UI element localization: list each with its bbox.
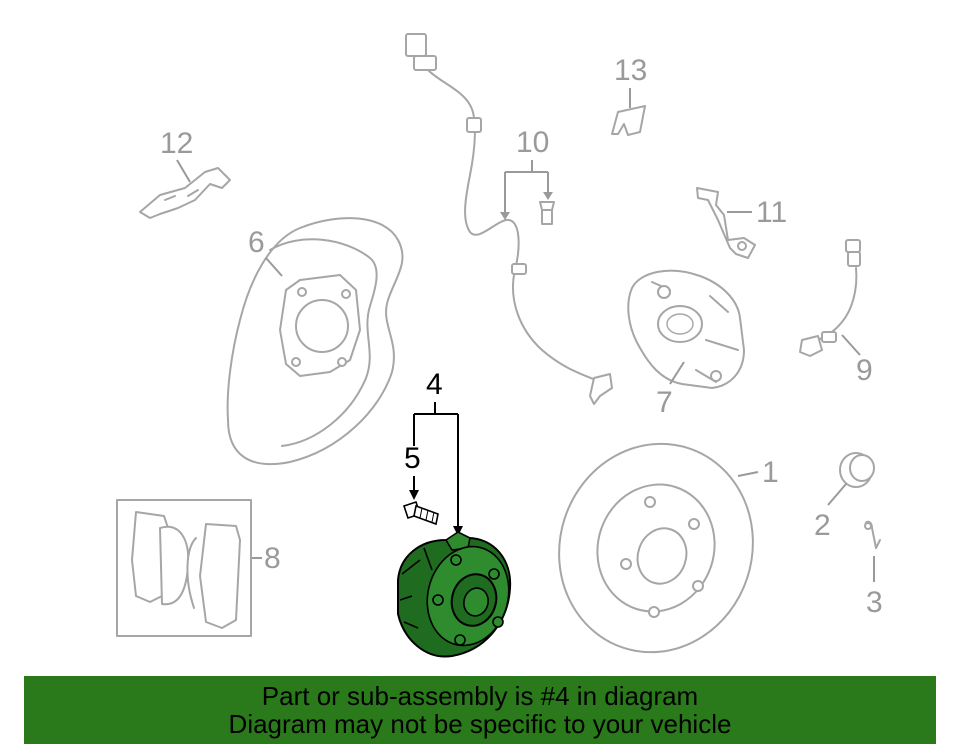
callout-11: 11: [756, 196, 787, 229]
part-1-rotor: [558, 442, 754, 654]
part-10-sensor-harness: [405, 33, 613, 405]
callout-4: 4: [426, 368, 443, 401]
part-6-dust-shield: [226, 217, 404, 466]
leader-1: [737, 471, 759, 477]
callout-7: 7: [656, 386, 673, 419]
leader-2: [827, 483, 847, 506]
part-5-wheel-stud: [402, 500, 439, 526]
part-11-hose-bracket: [696, 187, 756, 259]
leader-4-arrow: [453, 526, 463, 536]
part-8-brake-pads: [116, 499, 252, 637]
leader-6: [265, 257, 283, 277]
callout-9: 9: [856, 354, 873, 387]
leader-12: [176, 159, 191, 183]
part-7-caliper: [627, 269, 745, 389]
leader-5-arrow: [409, 490, 419, 500]
callout-12: 12: [160, 127, 193, 160]
part-2-hub-cap: [839, 452, 875, 488]
callout-2: 2: [814, 509, 831, 542]
leader-10: [504, 160, 549, 215]
callout-5: 5: [404, 442, 421, 475]
leader-10-arrows: [500, 192, 553, 220]
callout-1: 1: [762, 456, 779, 489]
highlight-banner: Part or sub-assembly is #4 in diagram Di…: [24, 676, 936, 744]
part-9-brake-hose: [799, 239, 861, 357]
banner-line-1: Part or sub-assembly is #4 in diagram: [261, 681, 699, 711]
callout-6: 6: [248, 226, 265, 259]
callout-8: 8: [264, 542, 281, 575]
callout-10: 10: [516, 126, 549, 159]
leader-4: [413, 402, 459, 528]
leader-7: [669, 361, 685, 385]
part-3-cotter-pin: [864, 520, 881, 549]
leader-9: [841, 334, 861, 356]
banner-line-2: Diagram may not be specific to your vehi…: [228, 709, 732, 739]
part-4-hub-assembly: [397, 531, 512, 658]
part-12-bracket: [139, 167, 231, 219]
part-13-clip: [611, 105, 646, 136]
callout-13: 13: [614, 54, 647, 87]
callout-3: 3: [866, 586, 883, 619]
